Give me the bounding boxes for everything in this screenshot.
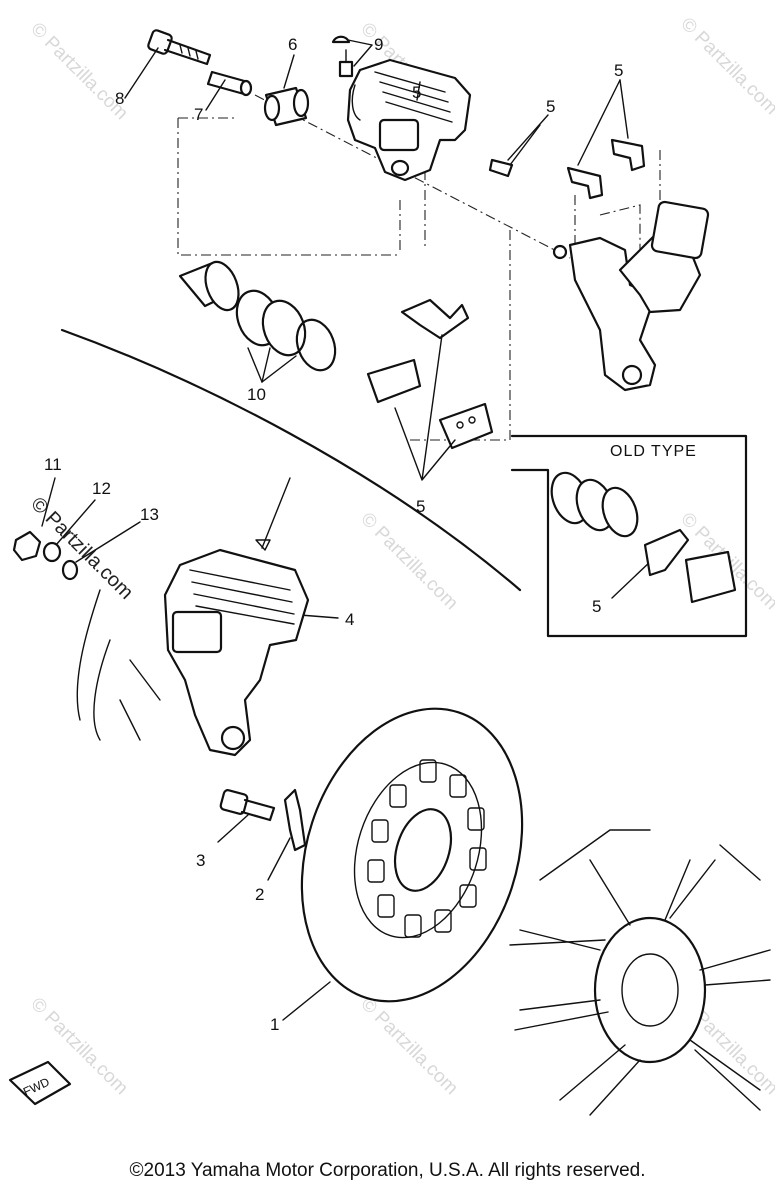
pad-clip-pair: [566, 138, 646, 200]
callout-5: 5: [592, 597, 601, 616]
piston-seal-rings: [235, 289, 337, 372]
bolt-part-8: [147, 29, 212, 66]
pad-spring: [400, 298, 470, 340]
watermark-dark: © Partzilla.com: [26, 493, 137, 604]
watermark: © Partzilla.com: [356, 994, 461, 1099]
wheel-hub: [509, 829, 771, 1116]
callout-5: 5: [412, 83, 421, 102]
bolt-part-5: [488, 124, 541, 178]
washer-part-13: [61, 559, 79, 581]
callout-6: 6: [288, 35, 297, 54]
callout-5: 5: [416, 497, 425, 516]
assembled-caliper: [76, 548, 310, 757]
callout-7: 7: [194, 105, 203, 124]
callout-8: 8: [115, 89, 124, 108]
washer-part-12: [42, 541, 62, 563]
callout-4: 4: [345, 610, 354, 629]
callout-labels: 1 2 3 4 5 5 5 5 5 6 7 8 9 10 11 12 13: [44, 35, 623, 1034]
brake-pad: [366, 358, 494, 450]
callout-leaders: [41, 39, 653, 1021]
callout-3: 3: [196, 851, 205, 870]
callout-12: 12: [92, 479, 111, 498]
callout-2: 2: [255, 885, 264, 904]
brake-disc-part-1: [300, 707, 524, 1003]
top-caliper-assembly: [60, 29, 710, 592]
fwd-arrow-icon: FWD: [8, 1060, 72, 1106]
copyright-footer: ©2013 Yamaha Motor Corporation, U.S.A. A…: [129, 1160, 646, 1181]
piston: [178, 260, 240, 312]
old-type-box: OLD TYPE: [510, 434, 748, 638]
watermark: © Partzilla.com: [676, 14, 775, 119]
watermark: © Partzilla.com: [26, 19, 131, 124]
callout-5: 5: [546, 97, 555, 116]
callout-9: 9: [374, 35, 383, 54]
lock-plate-part-2: [283, 788, 307, 852]
callout-1: 1: [270, 1015, 279, 1034]
nut-part-11: [12, 530, 42, 562]
pin-part-7: [206, 70, 253, 97]
watermark: © Partzilla.com: [356, 509, 461, 614]
callout-10: 10: [247, 385, 266, 404]
bleeder-part-9: [331, 35, 354, 78]
callout-5: 5: [614, 61, 623, 80]
old-type-title: OLD TYPE: [610, 443, 697, 460]
bolt-part-3: [219, 789, 276, 822]
caliper-body-top: [346, 58, 472, 182]
callout-11: 11: [44, 455, 62, 474]
sleeve-part-6: [263, 86, 310, 127]
callout-13: 13: [140, 505, 159, 524]
support-bracket-top: [552, 200, 710, 392]
